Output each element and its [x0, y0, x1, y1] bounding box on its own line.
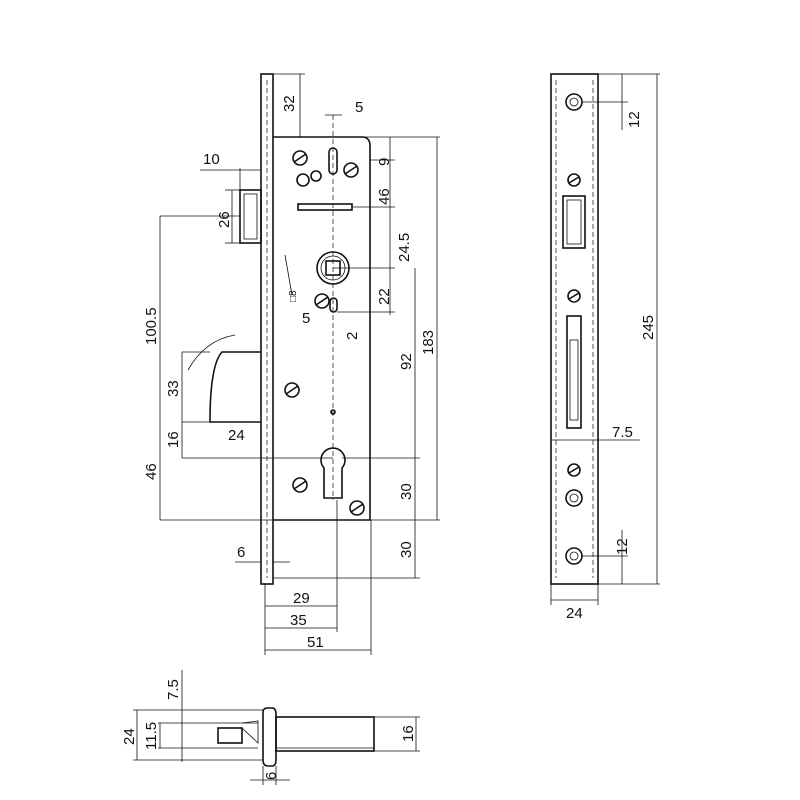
dim-183: 183: [420, 330, 437, 355]
dim-33: 33: [165, 380, 182, 397]
dim-22: 22: [376, 288, 393, 305]
dim-24-bottom: 24: [121, 728, 138, 745]
dim-32: 32: [281, 95, 298, 112]
dim-7-5: 7.5: [612, 424, 633, 441]
dim-11-5: 11.5: [143, 722, 160, 750]
side-view: 12 245 7.5 12 24: [550, 73, 660, 622]
dim-245: 245: [640, 315, 657, 340]
latch-bolt: [209, 351, 261, 423]
deadbolt-opening: [562, 195, 586, 249]
dim-5-slot: 5: [355, 99, 363, 116]
rotation-arrow: [187, 334, 236, 371]
dim-16-bottom: 16: [400, 725, 417, 742]
bar: [297, 203, 353, 211]
deadbolt: [239, 189, 262, 244]
case-bottom: [275, 716, 375, 752]
dim-100-5: 100.5: [143, 307, 160, 345]
dim-30-bottom: 30: [398, 541, 415, 558]
bottom-view: 7.5 24 11.5 16 6: [121, 670, 420, 785]
dim-30-cyl: 30: [398, 483, 415, 500]
slot: [328, 147, 338, 175]
dim-92: 92: [398, 353, 415, 370]
dim-24-latch: 24: [228, 427, 245, 444]
dim-16: 16: [165, 431, 182, 448]
latch-bottom: [217, 727, 243, 744]
dim-12-top: 12: [626, 111, 643, 128]
dim-24-5: 24.5: [396, 233, 413, 262]
dim-46: 46: [376, 188, 393, 205]
cylinder-cutout: [320, 447, 346, 499]
dim-29: 29: [293, 590, 310, 607]
dim-51: 51: [307, 634, 324, 651]
dim-46-lower: 46: [143, 463, 160, 480]
faceplate-bottom: [262, 707, 277, 767]
dim-35: 35: [290, 612, 307, 629]
dim-9: 9: [376, 158, 393, 166]
dim-24-side: 24: [566, 605, 583, 622]
dim-5-screw: 5: [302, 310, 310, 327]
dim-6: 6: [237, 544, 245, 561]
latch-opening: [566, 315, 582, 429]
screw-icon: [284, 150, 365, 516]
dim-10: 10: [203, 151, 220, 168]
faceplate: [260, 73, 274, 585]
front-view: 32 5 10 9 26 46 24.5 □8 22 5 2 100.5 92 …: [143, 73, 440, 655]
dim-7-5-bottom: 7.5: [165, 679, 182, 700]
dim-6-bottom: 6: [263, 772, 280, 780]
dim-2: 2: [344, 332, 361, 340]
dim-26: 26: [216, 211, 233, 228]
dim-square-8: □8: [288, 290, 299, 302]
dim-12-bottom: 12: [614, 538, 631, 555]
faceplate-side: [550, 73, 599, 585]
